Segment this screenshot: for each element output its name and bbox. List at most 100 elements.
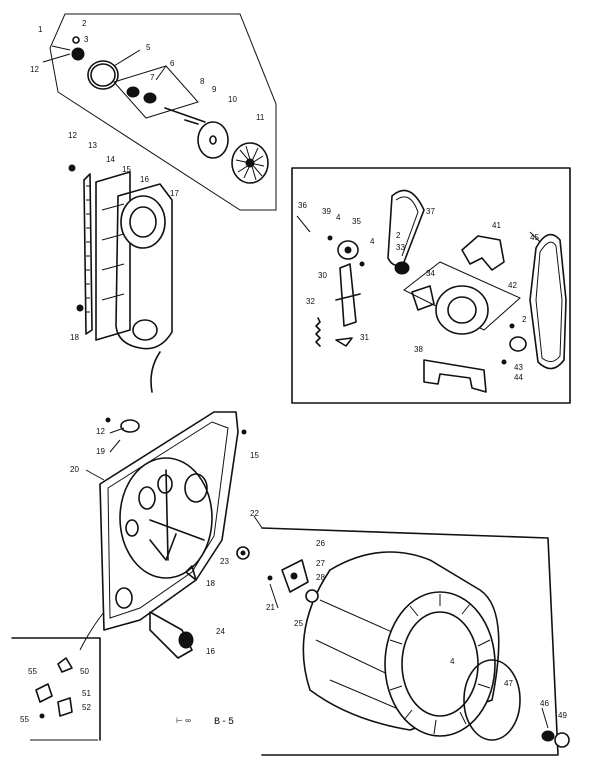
- callout-2-c: 2: [522, 315, 527, 324]
- callout-20: 20: [70, 465, 79, 474]
- glide-part: [554, 732, 570, 748]
- callout-6: 6: [170, 59, 175, 68]
- drum-bracket-part: [281, 559, 309, 593]
- callout-35: 35: [352, 217, 361, 226]
- callout-52: 52: [82, 703, 91, 712]
- callout-28: 28: [316, 573, 325, 582]
- callout-16: 16: [140, 175, 149, 184]
- callout-labels: 1 2 3 5 6 7 8 9 10 11 12 12 13 14 15 16 …: [20, 19, 567, 724]
- shaft-part: [164, 107, 206, 123]
- callout-24: 24: [216, 627, 225, 636]
- callout-1: 1: [38, 25, 43, 34]
- callout-15: 15: [122, 165, 131, 174]
- callout-42: 42: [508, 281, 517, 290]
- motor-assembly-group: [291, 167, 571, 404]
- callout-17: 17: [170, 189, 179, 198]
- switch-part: [411, 285, 435, 311]
- callout-36: 36: [298, 201, 307, 210]
- callout-12-left: 12: [68, 131, 77, 140]
- callout-41: 41: [492, 221, 501, 230]
- callout-14: 14: [106, 155, 115, 164]
- callout-55-b: 55: [20, 715, 29, 724]
- callout-18-b: 18: [206, 579, 215, 588]
- callout-49: 49: [558, 711, 567, 720]
- belt-strip-part: [83, 173, 93, 335]
- bulkhead-circle: [119, 457, 213, 579]
- idler-assembly-group: [49, 13, 277, 211]
- callout-26: 26: [316, 539, 325, 548]
- callout-22: 22: [250, 509, 259, 518]
- roller-shaft-part: [149, 611, 193, 659]
- inset-frame: [11, 637, 101, 741]
- callout-19: 19: [96, 447, 105, 456]
- callout-43: 43: [514, 363, 523, 372]
- shield-part: [120, 419, 140, 433]
- drum-assembly-group: [261, 527, 570, 756]
- callout-25: 25: [294, 619, 303, 628]
- drive-belt-part: [387, 189, 425, 266]
- idler-spring-part: [315, 317, 321, 347]
- screw-part: [72, 36, 80, 44]
- callout-46: 46: [540, 699, 549, 708]
- callout-11: 11: [256, 113, 265, 122]
- pulley-disc-part: [197, 121, 229, 159]
- callout-4-b: 4: [370, 237, 375, 246]
- callout-2: 2: [82, 19, 87, 28]
- rear-housing-plate: [115, 183, 173, 350]
- callout-4-a: 4: [336, 213, 341, 222]
- callout-33: 33: [396, 243, 405, 252]
- page-mark: ⊢ ∞: [176, 716, 191, 725]
- washer-ring-part: [87, 60, 119, 90]
- inset-group: [11, 637, 101, 741]
- bearing-box-outline: [113, 65, 199, 119]
- drum-roller-part: [305, 589, 319, 603]
- callout-18: 18: [70, 333, 79, 342]
- motor-panel-frame: [291, 167, 571, 404]
- motor-bracket-part: [461, 235, 505, 271]
- callout-5: 5: [146, 43, 151, 52]
- callout-10: 10: [228, 95, 237, 104]
- motor-pulley-part: [394, 261, 410, 275]
- callout-39: 39: [322, 207, 331, 216]
- nut-part: [71, 47, 85, 61]
- callout-12-top: 12: [30, 65, 39, 74]
- callout-32: 32: [306, 297, 315, 306]
- idler-assembly-frame: [49, 13, 277, 211]
- idler-arm-part: [339, 263, 357, 327]
- motor-part: [435, 285, 489, 335]
- front-housing-plate: [95, 171, 131, 341]
- callout-2-b: 2: [396, 231, 401, 240]
- leader-lines: [42, 45, 549, 729]
- callout-50: 50: [80, 667, 89, 676]
- callout-31: 31: [360, 333, 369, 342]
- callout-3: 3: [84, 35, 89, 44]
- page-code: B-5: [214, 717, 235, 728]
- callout-21: 21: [266, 603, 275, 612]
- callout-34: 34: [426, 269, 435, 278]
- callout-51: 51: [82, 689, 91, 698]
- callout-8: 8: [200, 77, 205, 86]
- callout-30: 30: [318, 271, 327, 280]
- drum-belt-part: [529, 233, 567, 370]
- drum-panel-frame: [261, 527, 559, 756]
- motor-shaft-pulley: [509, 336, 527, 352]
- callout-13: 13: [88, 141, 97, 150]
- callout-16-b: 16: [206, 647, 215, 656]
- callout-12-mid: 12: [96, 427, 105, 436]
- blower-housing-group: [68, 164, 173, 393]
- callout-4-c: 4: [450, 657, 455, 666]
- inset-clip-part: [57, 657, 73, 673]
- callout-7: 7: [150, 73, 155, 82]
- callout-45: 45: [530, 233, 539, 242]
- callout-23: 23: [220, 557, 229, 566]
- callout-47: 47: [504, 679, 513, 688]
- callout-15-b: 15: [250, 451, 259, 460]
- motor-mount-part: [423, 359, 487, 393]
- clip-part: [335, 337, 353, 347]
- blower-cover-ring: [120, 195, 166, 249]
- callout-37: 37: [426, 207, 435, 216]
- callout-38: 38: [414, 345, 423, 354]
- drum-seal-part: [463, 659, 521, 741]
- bulkhead-group: [79, 411, 250, 659]
